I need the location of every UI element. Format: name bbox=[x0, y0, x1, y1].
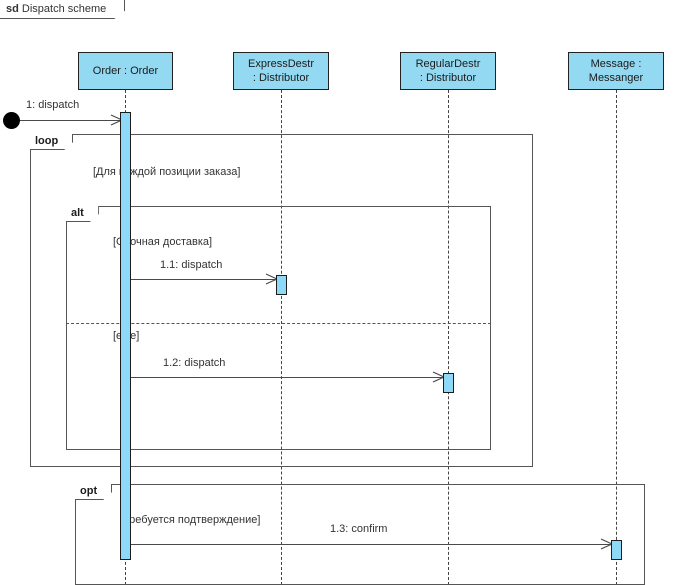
message-label-1-dispatch: 1: dispatch bbox=[26, 99, 80, 111]
diagram-kind-label: sd bbox=[6, 3, 19, 15]
fragment-loop-operator: loop bbox=[30, 134, 73, 150]
lifeline-label-regulardestr-line2: : Distributor bbox=[419, 72, 477, 84]
found-message-start-dot bbox=[3, 112, 20, 129]
message-label-1-1-dispatch: 1.1: dispatch bbox=[160, 259, 223, 271]
message-arrowhead-1-2-dispatch bbox=[432, 371, 444, 383]
lifeline-label-message-line2: Messanger bbox=[588, 72, 644, 84]
activation-expressdestr[interactable] bbox=[276, 275, 287, 295]
message-arrowhead-1-dispatch bbox=[110, 114, 122, 126]
lifeline-label-message-line1: Message : bbox=[590, 58, 642, 70]
lifeline-label-expressdestr-line1: ExpressDestr bbox=[247, 58, 315, 70]
fragment-alt[interactable] bbox=[66, 206, 491, 450]
lifeline-stem-message bbox=[616, 90, 617, 585]
activation-regulardestr[interactable] bbox=[443, 373, 454, 393]
message-line-1-3-confirm[interactable] bbox=[131, 544, 612, 545]
lifeline-head-expressdestr[interactable]: ExpressDestr : Distributor bbox=[233, 52, 329, 90]
message-line-1-2-dispatch[interactable] bbox=[131, 377, 444, 378]
message-arrowhead-1-3-confirm bbox=[600, 538, 612, 550]
diagram-frame-tab: sd Dispatch scheme bbox=[0, 0, 125, 19]
fragment-alt-guard: [Срочная доставка] bbox=[113, 236, 213, 248]
lifeline-head-regulardestr[interactable]: RegularDestr : Distributor bbox=[400, 52, 496, 90]
lifeline-stem-regulardestr bbox=[448, 90, 449, 585]
fragment-alt-operator: alt bbox=[66, 206, 99, 222]
lifeline-label-expressdestr-line2: : Distributor bbox=[252, 72, 310, 84]
diagram-title: Dispatch scheme bbox=[21, 3, 107, 15]
activation-order[interactable] bbox=[120, 112, 131, 560]
lifeline-head-order[interactable]: Order : Order bbox=[78, 52, 173, 90]
lifeline-head-message[interactable]: Message : Messanger bbox=[568, 52, 664, 90]
lifeline-label-regulardestr-line1: RegularDestr bbox=[415, 58, 481, 70]
activation-message[interactable] bbox=[611, 540, 622, 560]
fragment-loop[interactable] bbox=[30, 134, 533, 467]
fragment-opt-operator: opt bbox=[75, 484, 112, 500]
lifeline-label-order-line1: Order : Order bbox=[92, 65, 159, 77]
message-label-1-2-dispatch: 1.2: dispatch bbox=[163, 357, 226, 369]
fragment-loop-guard: [Для каждой позиции заказа] bbox=[93, 166, 241, 178]
message-arrowhead-1-1-dispatch bbox=[265, 273, 277, 285]
message-line-1-1-dispatch[interactable] bbox=[131, 279, 277, 280]
lifeline-stem-expressdestr bbox=[281, 90, 282, 585]
fragment-opt-guard: [Требуется подтверждение] bbox=[120, 514, 261, 526]
message-line-1-dispatch[interactable] bbox=[20, 120, 123, 121]
message-label-1-3-confirm: 1.3: confirm bbox=[330, 523, 388, 535]
fragment-alt-operand-separator bbox=[66, 323, 491, 324]
